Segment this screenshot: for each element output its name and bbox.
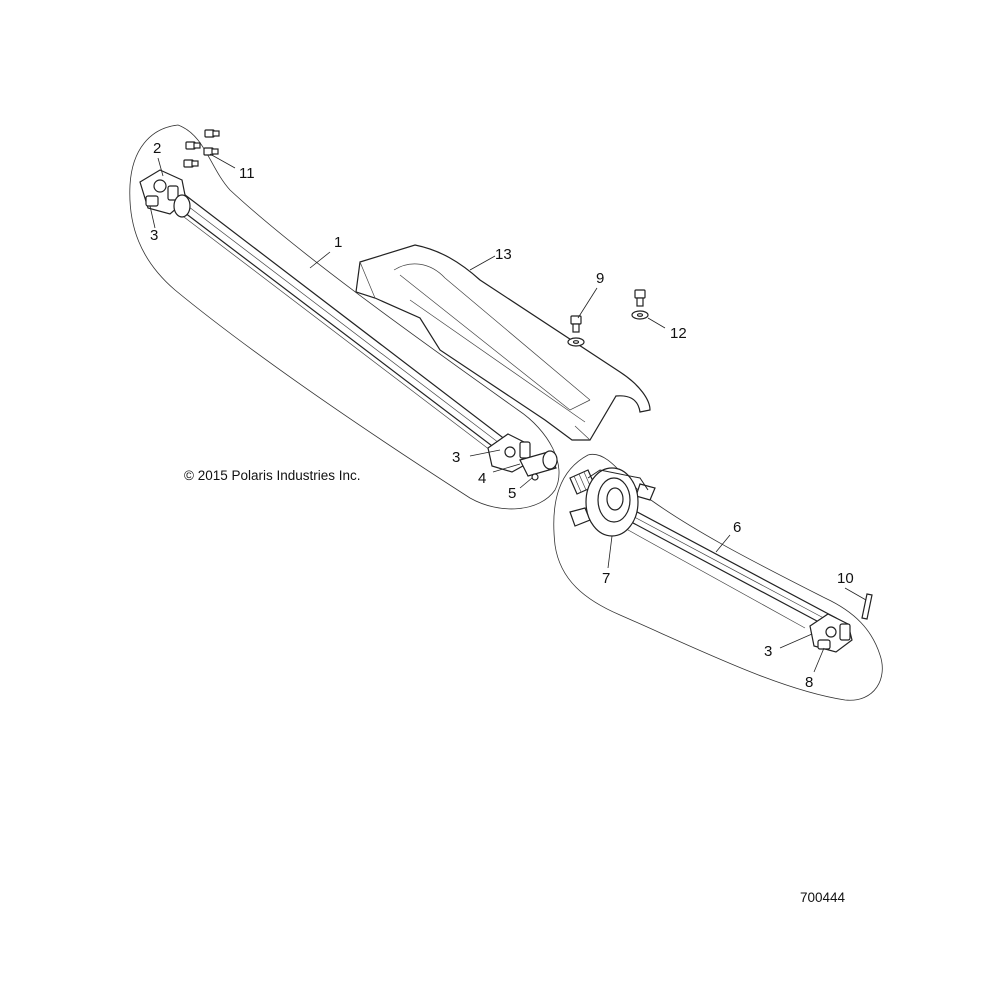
callout-4: 4 [478, 470, 486, 487]
callout-1: 1 [334, 234, 342, 251]
pin-10 [861, 593, 873, 620]
callout-3-front: 3 [150, 227, 158, 244]
front-u-joint-yoke [139, 169, 191, 218]
bolts-11 [183, 129, 220, 168]
callout-8: 8 [805, 674, 813, 691]
driveshaft-cover-13 [355, 244, 651, 441]
callout-11: 11 [239, 165, 255, 182]
callout-13: 13 [495, 246, 512, 263]
diagram-number: 700444 [800, 890, 846, 905]
callout-10: 10 [837, 570, 854, 587]
callout-3-rear: 3 [764, 643, 772, 660]
bolt-12 [631, 289, 649, 320]
mid-u-joint-and-sleeve [487, 433, 558, 481]
front-shaft-envelope [129, 124, 560, 510]
callout-12: 12 [670, 325, 687, 342]
rear-u-joint-yoke [809, 613, 853, 653]
leader-lines [149, 153, 867, 673]
copyright-text: © 2015 Polaris Industries Inc. [184, 468, 361, 483]
callout-7: 7 [602, 570, 610, 587]
bolt-9 [567, 315, 585, 347]
callout-5: 5 [508, 485, 516, 502]
callout-9: 9 [596, 270, 604, 287]
rear-shaft-envelope [553, 453, 883, 701]
callout-3-mid: 3 [452, 449, 460, 466]
center-bearing-7 [569, 467, 656, 537]
callout-6: 6 [733, 519, 741, 536]
callout-2: 2 [153, 140, 161, 157]
